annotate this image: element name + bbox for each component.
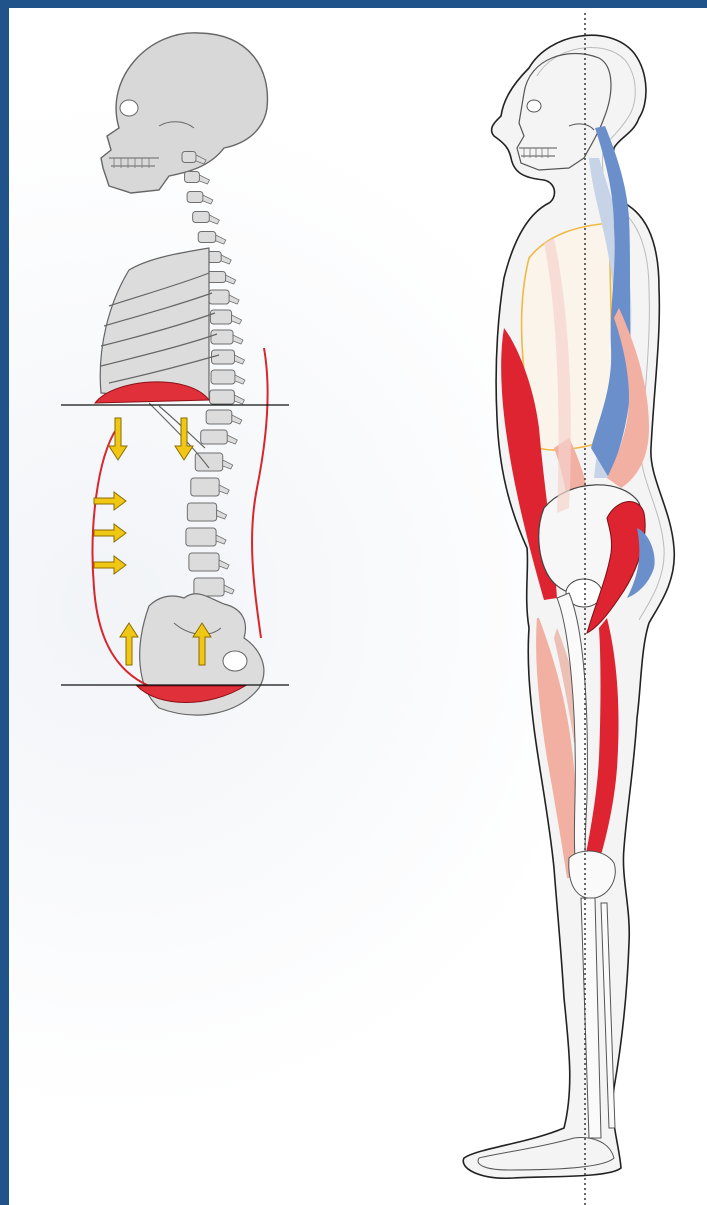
spinous-process bbox=[232, 315, 242, 324]
vertebra bbox=[198, 232, 216, 243]
figure-canvas bbox=[9, 8, 707, 1205]
vertebra bbox=[187, 192, 203, 203]
skeleton-spine-panel bbox=[61, 33, 289, 715]
spinous-process bbox=[203, 195, 213, 204]
vertebra bbox=[182, 152, 196, 163]
vertebra bbox=[211, 370, 235, 384]
spinous-process bbox=[219, 485, 229, 494]
vertebra bbox=[193, 212, 210, 223]
skull bbox=[101, 33, 267, 193]
spinous-process bbox=[226, 275, 236, 284]
right-arrow-icon bbox=[94, 492, 126, 510]
vertebra bbox=[210, 390, 235, 404]
vertebra bbox=[186, 528, 216, 546]
right-arrow-icon bbox=[94, 556, 126, 574]
vertebra bbox=[191, 478, 219, 496]
spinous-process bbox=[234, 395, 244, 404]
spinous-process bbox=[199, 175, 209, 184]
vertebra bbox=[185, 172, 200, 183]
spinous-process bbox=[219, 560, 229, 569]
spinous-process bbox=[217, 510, 227, 519]
up-arrow-icon bbox=[120, 623, 138, 665]
spinous-process bbox=[209, 215, 219, 224]
right-arrow-icon bbox=[94, 524, 126, 542]
spinous-process bbox=[233, 335, 243, 344]
vertebra bbox=[209, 290, 229, 304]
spinous-process bbox=[232, 415, 242, 424]
spinous-process bbox=[216, 235, 226, 244]
spinous-process bbox=[224, 585, 234, 594]
spinous-process bbox=[235, 375, 245, 384]
spinous-process bbox=[223, 460, 233, 469]
spinous-process bbox=[216, 535, 226, 544]
down-arrow-icon bbox=[175, 418, 193, 460]
vertebra bbox=[206, 410, 232, 424]
spinous-process bbox=[235, 355, 245, 364]
abdominal-wall-back bbox=[252, 348, 268, 638]
vertebra bbox=[211, 330, 233, 344]
vertebra bbox=[212, 350, 235, 364]
vertebra bbox=[210, 310, 231, 324]
vertebra bbox=[201, 430, 228, 444]
anatomy-illustration bbox=[9, 8, 707, 1205]
standing-figure-panel bbox=[463, 13, 674, 1205]
vertebra bbox=[187, 503, 216, 521]
vertebra bbox=[194, 578, 224, 596]
spinous-process bbox=[221, 255, 231, 264]
spinous-process bbox=[229, 295, 239, 304]
vertebra bbox=[189, 553, 219, 571]
spinous-process bbox=[227, 435, 237, 444]
